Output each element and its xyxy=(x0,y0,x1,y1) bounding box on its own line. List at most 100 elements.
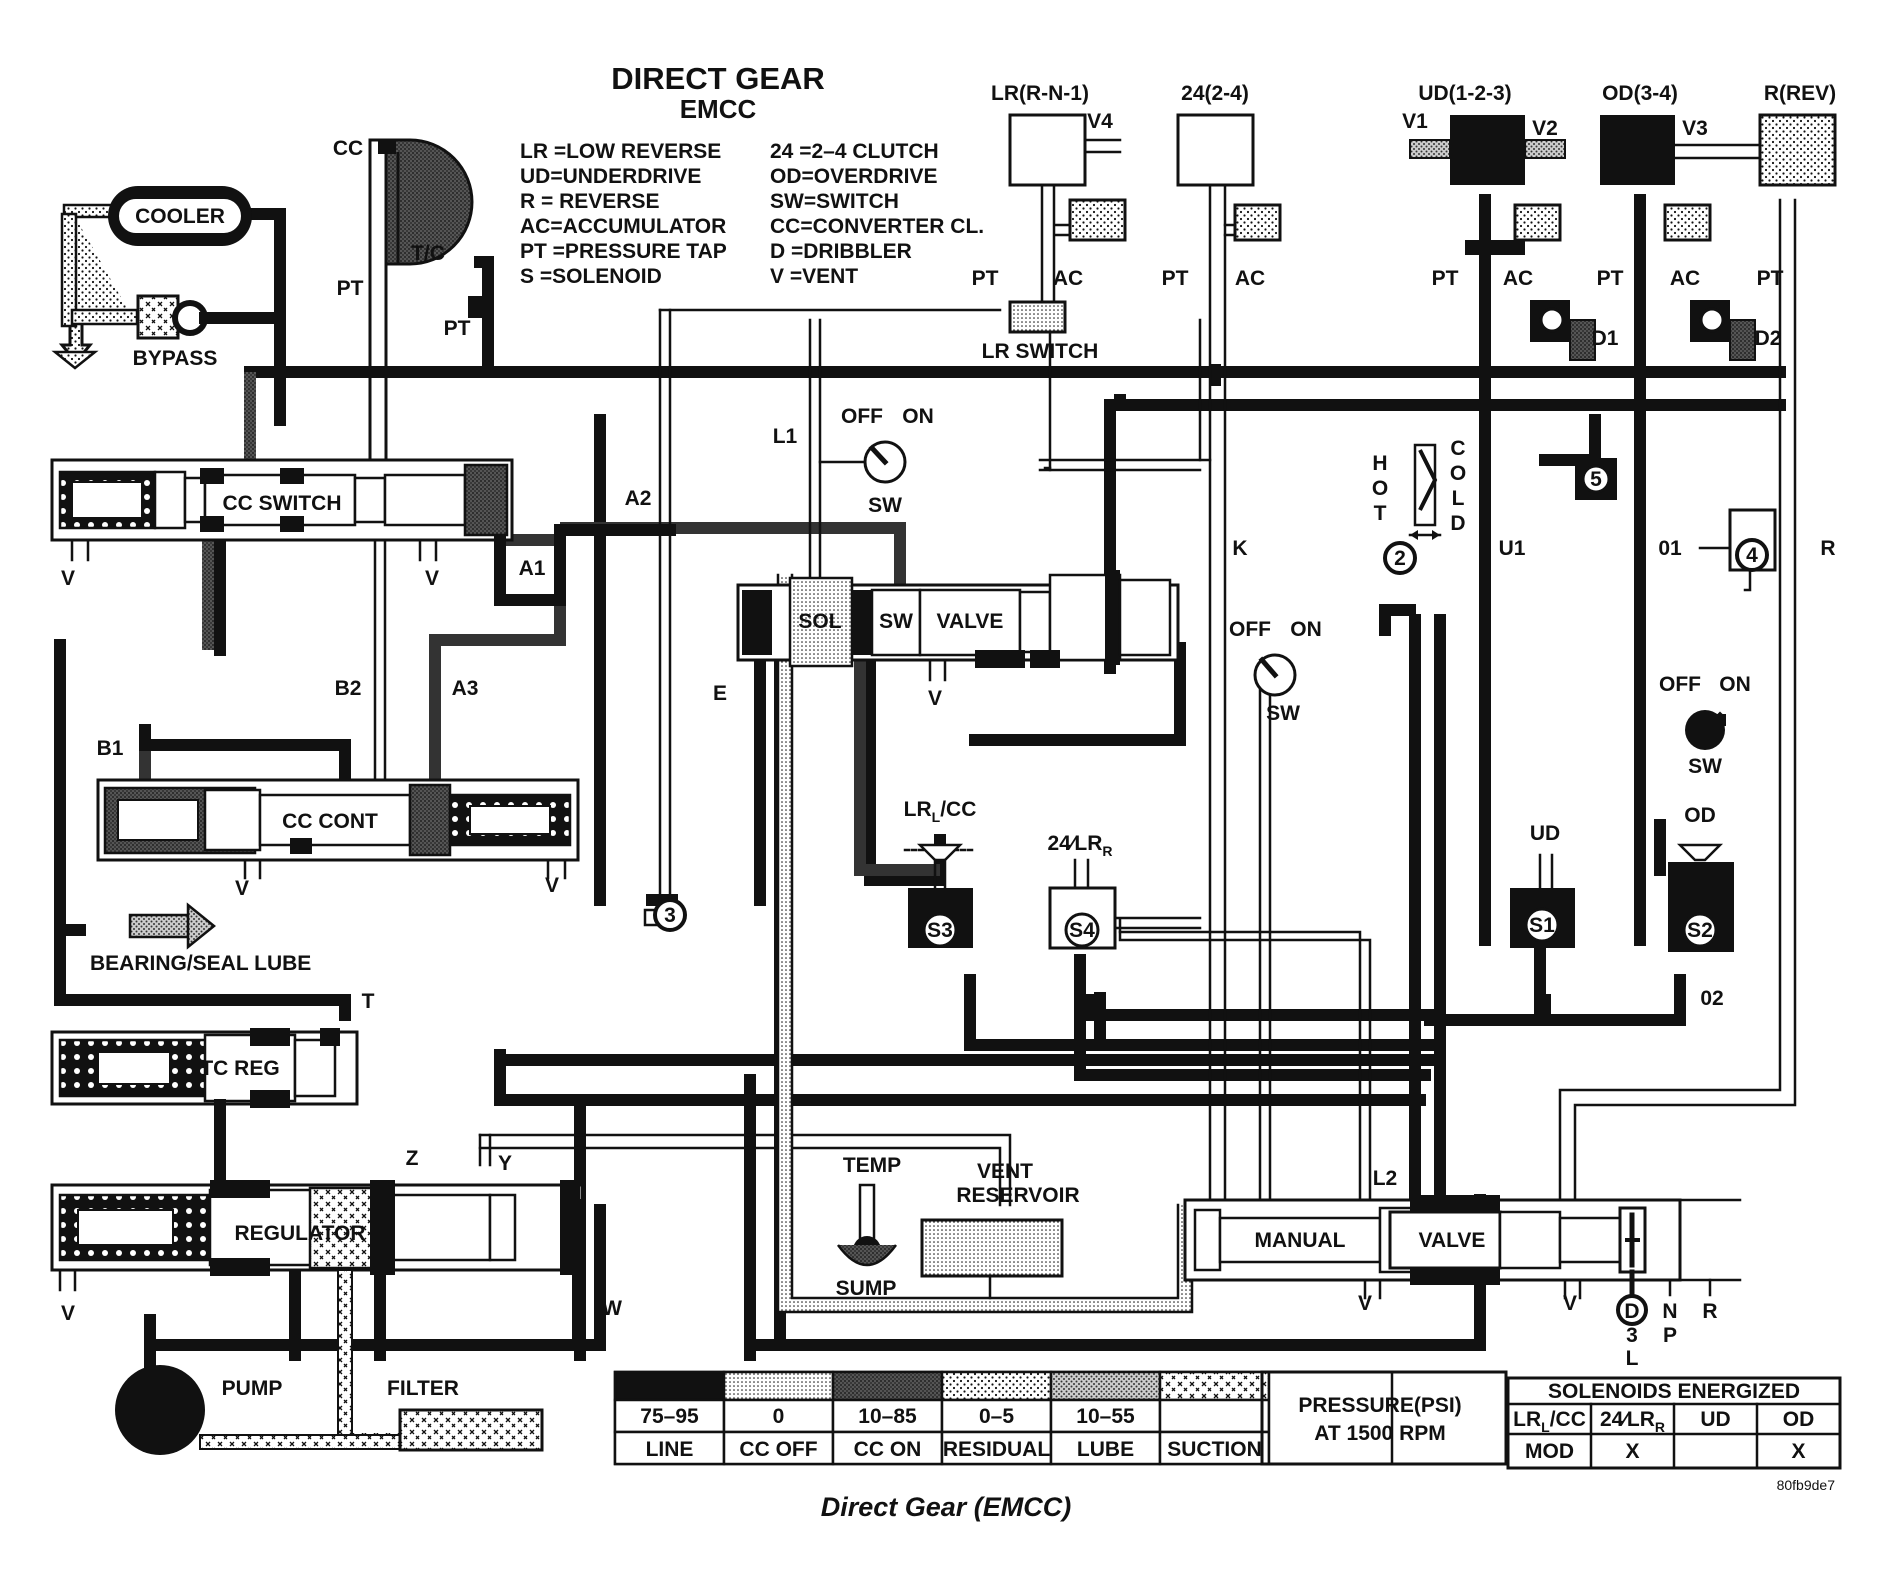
port-y: Y xyxy=(498,1152,512,1175)
port-w: W xyxy=(602,1297,622,1320)
bypass-label: BYPASS xyxy=(133,347,218,370)
valve-label: VALVE xyxy=(937,610,1004,633)
bearing-seal-lube-label: BEARING/SEAL LUBE xyxy=(90,952,311,975)
vent-manual-l: V xyxy=(1358,1292,1372,1315)
ud-clutch: UD(1-2-3) V1 V2 PT AC U1 xyxy=(1402,82,1566,560)
vent-solsw: V xyxy=(928,687,942,710)
thermal-hot-letter: H xyxy=(1372,452,1387,475)
sw3-label: SW xyxy=(1688,755,1722,778)
lr-switch-label: LR SWITCH xyxy=(982,340,1099,363)
cc-switch-label: CC SWITCH xyxy=(223,492,342,515)
checkballs: 2 3 4 5 xyxy=(653,458,1777,932)
pt-od: PT xyxy=(1597,267,1624,290)
pressure-value: 10–55 xyxy=(1076,1405,1135,1428)
ac-ud: AC xyxy=(1503,267,1533,290)
gear-r: R xyxy=(1702,1300,1717,1323)
reverse-clutch: R(REV) PT R xyxy=(1757,82,1837,560)
v3-label: V3 xyxy=(1682,117,1708,140)
abbrev-item: UD=UNDERDRIVE xyxy=(520,165,701,188)
pressure-value: 10–85 xyxy=(858,1405,917,1428)
s4-label: S4 xyxy=(1069,919,1095,942)
checkball-2 xyxy=(1383,541,1417,575)
thermal-hot-letter: O xyxy=(1372,477,1388,500)
manual-valve-label: VALVE xyxy=(1419,1229,1486,1252)
s2-top-label: OD xyxy=(1684,804,1716,827)
pump-label: PUMP xyxy=(222,1377,283,1400)
gear-selected: D xyxy=(1624,1300,1639,1323)
figure-code: 80fb9de7 xyxy=(1777,1477,1836,1493)
solenoid-s4-body xyxy=(1064,912,1100,948)
port-u1: U1 xyxy=(1499,537,1526,560)
s1-label: S1 xyxy=(1529,914,1555,937)
checkball-4 xyxy=(1735,538,1769,572)
solenoid-state: MOD xyxy=(1525,1440,1574,1463)
main-regulator: Z Y REGULATOR V W xyxy=(50,1133,622,1351)
clutch-24-label: 24(2-4) xyxy=(1181,82,1249,105)
sw1-on: ON xyxy=(902,405,934,428)
gear-3: 3 xyxy=(1626,1324,1638,1347)
dribblers: D1 D2 xyxy=(1530,300,1781,361)
sw3-off: OFF xyxy=(1659,673,1701,696)
checkball-2-label: 2 xyxy=(1394,547,1406,570)
tc-regulator: TC REG T xyxy=(50,990,375,1211)
sw-label: SW xyxy=(879,610,913,633)
lr-clutch-label: LR(R-N-1) xyxy=(991,82,1089,105)
ac-od: AC xyxy=(1670,267,1700,290)
solenoid-s3: LRL/CC S3 xyxy=(904,798,976,948)
od-clutch-label: OD(3-4) xyxy=(1602,82,1678,105)
abbrev-item: 24 =2–4 CLUTCH xyxy=(770,140,939,163)
sw3-on: ON xyxy=(1719,673,1751,696)
solenoid-col-header: UD xyxy=(1700,1408,1730,1431)
abbrev-item: R = REVERSE xyxy=(520,190,659,213)
vent-manual-r: V xyxy=(1563,1292,1577,1315)
solenoid-state: X xyxy=(1625,1440,1639,1463)
temp-label: TEMP xyxy=(843,1154,901,1177)
abbrev-item: SW=SWITCH xyxy=(770,190,899,213)
vent-reg: V xyxy=(61,1302,75,1325)
sw2-label: SW xyxy=(1266,702,1300,725)
abbrev-item: D =DRIBBLER xyxy=(770,240,912,263)
gear-l: L xyxy=(1626,1347,1639,1370)
gear-selected-indicator xyxy=(1616,1294,1648,1326)
vent-res-label: VENT xyxy=(977,1160,1033,1183)
sw1-label: SW xyxy=(868,494,902,517)
pt-tc2-label: PT xyxy=(444,317,471,340)
abbrev-item: PT =PRESSURE TAP xyxy=(520,240,727,263)
thermal-cold-letter: C xyxy=(1450,437,1465,460)
vent-ccsw-r: V xyxy=(425,567,439,590)
gear-n: N xyxy=(1662,1300,1677,1323)
solenoid-col-header: 24⁄LRR xyxy=(1600,1408,1665,1435)
sw2-on: ON xyxy=(1290,618,1322,641)
pressure-swatch xyxy=(722,1370,835,1402)
checkball-4-label: 4 xyxy=(1746,544,1758,567)
tc-reg-label: TC REG xyxy=(200,1057,279,1080)
abbrev-item: CC=CONVERTER CL. xyxy=(770,215,984,238)
pressure-swatch xyxy=(940,1370,1053,1402)
checkball-5-label: 5 xyxy=(1590,468,1602,491)
bypass-valve xyxy=(136,294,180,340)
checkball-5 xyxy=(1581,464,1611,494)
pressure-value: 75–95 xyxy=(640,1405,699,1428)
ud-clutch-label: UD(1-2-3) xyxy=(1418,82,1511,105)
port-l2: L2 xyxy=(1373,1167,1398,1190)
cc-label: CC xyxy=(333,137,363,160)
lr-clutch: LR(R-N-1) V4 PT AC LR SWITCH xyxy=(972,82,1127,363)
abbrev-item: LR =LOW REVERSE xyxy=(520,140,721,163)
filter-label: FILTER xyxy=(387,1377,459,1400)
cooler-group: COOLER BYPASS xyxy=(51,186,286,426)
filter xyxy=(398,1408,544,1452)
port-l1: L1 xyxy=(773,425,798,448)
pt-tc-label: PT xyxy=(337,277,364,300)
port-t: T xyxy=(362,990,375,1013)
vent-ccsw-l: V xyxy=(61,567,75,590)
regulator-label: REGULATOR xyxy=(234,1222,365,1245)
port-a2: A2 xyxy=(625,487,652,510)
thermal-cold-letter: O xyxy=(1450,462,1466,485)
abbrev-item: AC=ACCUMULATOR xyxy=(520,215,726,238)
pressure-name: CC OFF xyxy=(739,1438,817,1461)
port-e: E xyxy=(713,682,727,705)
cc-control-valve: B1 B2 A3 A2 CC CONT V V xyxy=(96,487,652,900)
ac-lr: AC xyxy=(1053,267,1083,290)
